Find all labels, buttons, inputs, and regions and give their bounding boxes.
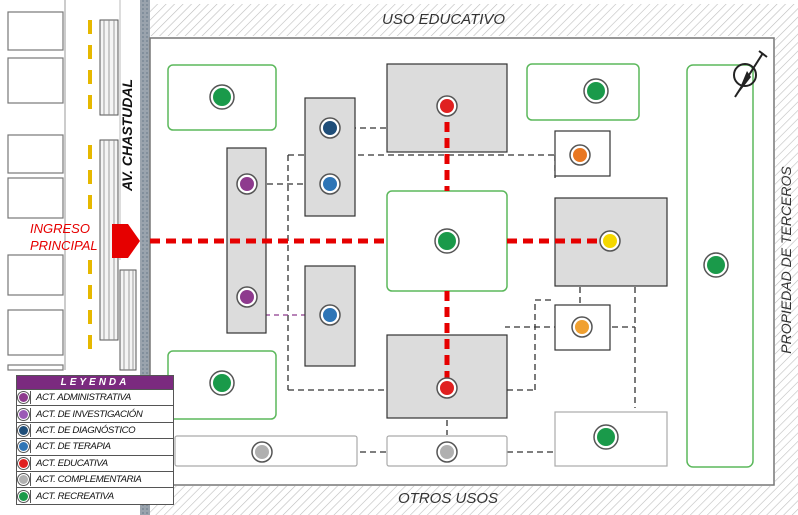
- legend-item-label: ACT. ADMINISTRATIVA: [36, 392, 131, 404]
- legend-item: ACT. DE TERAPIA: [17, 438, 173, 454]
- recreation-node: [593, 424, 619, 450]
- main-circulation: [150, 106, 608, 388]
- complementary-node: [436, 441, 458, 463]
- recreation-zone-top-right: [526, 63, 640, 121]
- legend-swatch: [17, 473, 31, 487]
- top-zone-hatch: [150, 4, 775, 36]
- legend-swatch: [17, 407, 31, 421]
- legend-swatch: [17, 489, 31, 503]
- entrance-label-line1: INGRESO: [30, 221, 90, 236]
- research-node: [599, 230, 621, 252]
- diagnostic-node: [319, 117, 341, 139]
- entrance-label: INGRESO PRINCIPAL: [30, 220, 98, 254]
- top-zone-label: USO EDUCATIVO: [382, 11, 506, 28]
- legend-item: ACT. DE INVESTIGACIÓN: [17, 405, 173, 421]
- legend-swatch: [17, 391, 31, 405]
- legend-item-label: ACT. RECREATIVA: [36, 490, 114, 502]
- orange-node: [569, 144, 591, 166]
- legend-item-label: ACT. DE INVESTIGACIÓN: [36, 408, 143, 420]
- legend-item-label: ACT. COMPLEMENTARIA: [36, 474, 142, 486]
- therapy-node: [319, 173, 341, 195]
- recreation-node: [209, 84, 235, 110]
- legend-swatch: [17, 456, 31, 470]
- admin-node: [236, 286, 258, 308]
- legend-item: ACT. EDUCATIVA: [17, 454, 173, 471]
- legend-item-label: ACT. DE DIAGNÓSTICO: [36, 424, 136, 436]
- legend-title: LEYENDA: [17, 376, 173, 389]
- right-zone-label: PROPIEDAD DE TERCEROS: [778, 166, 794, 354]
- education-node: [436, 95, 458, 117]
- legend-item-label: ACT. DE TERAPIA: [36, 441, 111, 453]
- legend-item-label: ACT. EDUCATIVA: [36, 457, 108, 469]
- legend-item: ACT. COMPLEMENTARIA: [17, 470, 173, 487]
- recreation-node: [209, 370, 235, 396]
- bottom-zone-label: OTROS USOS: [398, 490, 499, 507]
- legend: LEYENDA ACT. ADMINISTRATIVA ACT. DE INVE…: [16, 375, 174, 505]
- north-arrow-icon: [733, 50, 768, 98]
- complementary-node: [251, 441, 273, 463]
- small-block-top: [554, 130, 611, 177]
- recreation-node: [434, 228, 460, 254]
- right-zone-hatch: [775, 4, 798, 515]
- bottom-zone-hatch: [150, 486, 775, 515]
- legend-item: ACT. DE DIAGNÓSTICO: [17, 421, 173, 438]
- orange-node: [571, 316, 593, 338]
- street-label: AV. CHASTUDAL: [119, 78, 135, 192]
- entrance-label-line2: PRINCIPAL: [30, 238, 98, 253]
- diagnostic-block: [304, 97, 356, 217]
- therapy-node: [319, 304, 341, 326]
- admin-node: [236, 173, 258, 195]
- recreation-node: [703, 252, 729, 278]
- entrance-arrow: [112, 224, 140, 258]
- legend-swatch: [17, 423, 31, 437]
- legend-item: ACT. RECREATIVA: [17, 487, 173, 503]
- recreation-node: [583, 78, 609, 104]
- nodes: [209, 78, 729, 463]
- education-node: [436, 377, 458, 399]
- legend-swatch: [17, 440, 31, 454]
- legend-item: ACT. ADMINISTRATIVA: [17, 389, 173, 405]
